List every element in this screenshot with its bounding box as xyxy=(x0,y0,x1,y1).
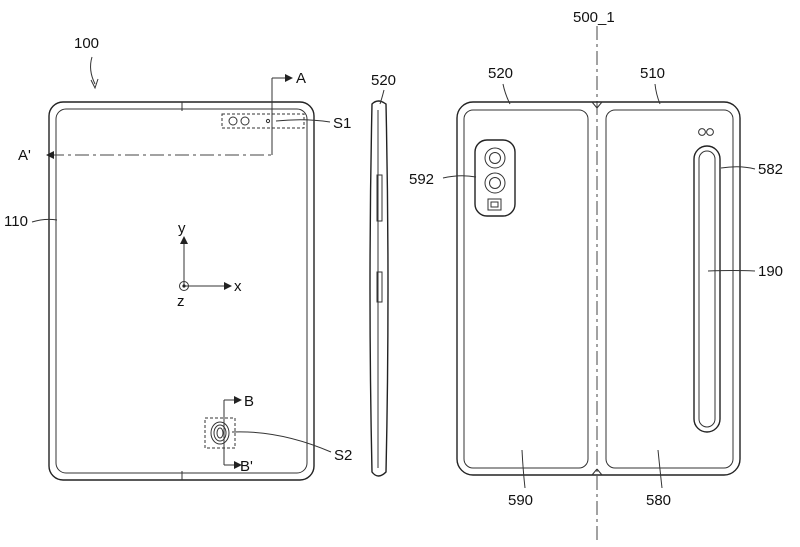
label-section-b-prime: B' xyxy=(240,458,253,475)
label-section-a: A xyxy=(296,70,306,87)
leader-camera xyxy=(442,175,477,179)
camera-lens-2-outer xyxy=(484,172,506,194)
back-sensor-1 xyxy=(698,128,706,136)
camera-flash-inner xyxy=(490,201,499,208)
camera-flash-outer xyxy=(487,198,502,211)
section-a-arrowhead xyxy=(285,74,293,82)
section-b-arrowhead xyxy=(234,396,242,404)
back-hinge-notch-right xyxy=(596,101,603,109)
leader-device xyxy=(90,56,96,85)
label-s2: S2 xyxy=(334,447,352,464)
label-side-part: 520 xyxy=(371,72,396,89)
side-volume-key xyxy=(376,174,383,222)
label-pen-slot: 582 xyxy=(758,161,783,178)
axis-z-dot xyxy=(182,284,186,288)
section-b-prime-arrowhead xyxy=(234,461,242,469)
pen-slot xyxy=(693,145,721,433)
label-back-left-bottom: 590 xyxy=(508,492,533,509)
camera-lens-2-inner xyxy=(489,177,501,189)
label-section-a-prime: A' xyxy=(18,147,31,164)
leader-display xyxy=(31,218,58,223)
side-outline xyxy=(369,100,389,477)
axis-y-arrowhead xyxy=(180,236,188,244)
leader-pen-slot xyxy=(720,166,756,170)
label-center-axis: 500_1 xyxy=(573,9,615,26)
sensor-s2-box xyxy=(204,417,236,449)
leader-s2 xyxy=(231,431,332,453)
label-axis-z: z xyxy=(177,293,185,310)
fingerprint-icon xyxy=(210,421,230,445)
leader-back-right-top xyxy=(654,83,661,105)
axis-z-circle xyxy=(179,281,189,291)
sensor-s1-lens-1 xyxy=(228,116,238,126)
leader-pen xyxy=(707,270,756,272)
leader-side-part xyxy=(379,89,385,105)
front-outer-frame xyxy=(48,101,315,481)
label-camera: 592 xyxy=(409,171,434,188)
arrowhead-device xyxy=(90,78,99,90)
sensor-s1-box xyxy=(221,113,305,129)
back-view: 500_1 592 582 190 520 510 xyxy=(409,9,783,540)
leader-back-left-top xyxy=(502,83,511,105)
section-a-prime-arrowhead xyxy=(46,151,54,159)
label-s1: S1 xyxy=(333,115,351,132)
axis-x-arrowhead xyxy=(224,282,232,290)
leader-back-right-bottom xyxy=(657,449,663,489)
back-hinge-notch-bottom-left xyxy=(591,468,598,476)
back-hinge-notch-bottom-right xyxy=(596,468,603,476)
side-power-key xyxy=(376,271,383,303)
back-outer-frame xyxy=(456,101,741,476)
back-left-panel xyxy=(463,109,589,469)
camera-lens-1-outer xyxy=(484,147,506,169)
back-hinge-notch-left xyxy=(591,101,598,109)
label-back-right-top: 510 xyxy=(640,65,665,82)
label-back-left-top: 520 xyxy=(488,65,513,82)
leader-s1 xyxy=(275,119,331,123)
leader-back-left-bottom xyxy=(521,449,526,489)
label-axis-y: y xyxy=(178,220,186,237)
label-pen: 190 xyxy=(758,263,783,280)
label-display: 110 xyxy=(4,213,28,230)
sensor-s1-lens-2 xyxy=(240,116,250,126)
side-view: 520 xyxy=(369,72,396,477)
label-axis-x: x xyxy=(234,278,242,295)
label-section-b: B xyxy=(244,393,254,410)
back-sensor-2 xyxy=(706,128,714,136)
label-device: 100 xyxy=(74,35,99,52)
front-view: 100 S1 A A' 110 y x z xyxy=(4,35,352,481)
camera-module xyxy=(474,139,516,217)
sensor-s1-dot xyxy=(265,118,271,124)
pen xyxy=(698,150,716,428)
label-back-right-bottom: 580 xyxy=(646,492,671,509)
front-display-border xyxy=(55,108,308,474)
camera-lens-1-inner xyxy=(489,152,501,164)
back-right-panel xyxy=(605,109,734,469)
